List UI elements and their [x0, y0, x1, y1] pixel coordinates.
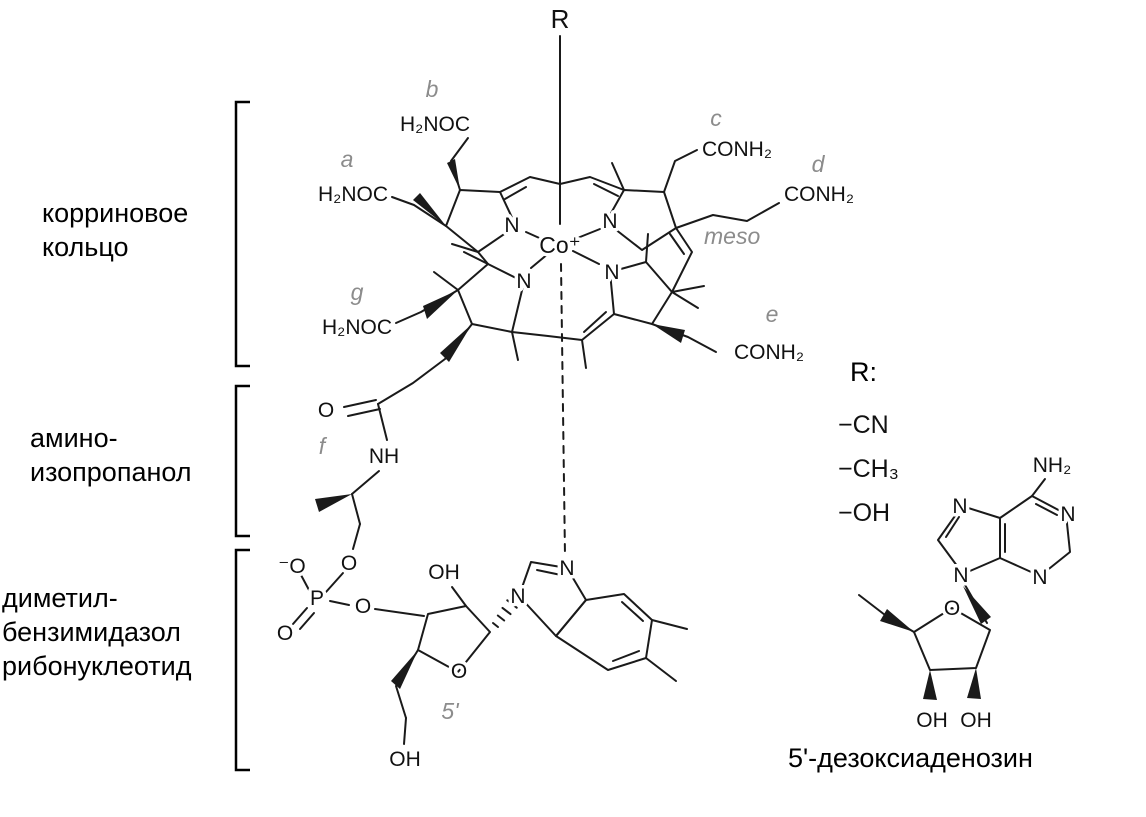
meso-label: meso: [704, 223, 760, 249]
corrin-text-group: R Co⁺ N N N N meso b c a d g e f H₂NOC H…: [315, 1, 858, 463]
r-option-oh: −OH: [838, 499, 890, 527]
dmb-bracket: [234, 548, 250, 772]
phosphate-group: ⁻O O P O O: [273, 549, 425, 649]
dmb-label-line2: бензимидазол: [2, 617, 181, 647]
nitrogen-sw-label: N: [516, 270, 531, 293]
nitrogen-ne-label: N: [602, 210, 617, 233]
amide-a-label: H₂NOC: [318, 183, 388, 206]
adenosine-oh-right-label: OH: [960, 709, 992, 732]
corrin-bracket: [234, 100, 250, 368]
position-e-label: e: [766, 301, 779, 327]
aminoisopropanol-linker: O NH: [314, 323, 473, 550]
ribose-ring: OH O 5' OH: [386, 558, 518, 775]
position-a-label: a: [341, 146, 354, 172]
adenine-n1-label: N: [1060, 503, 1075, 526]
deoxyadenosine-structure: NH₂ N N N N O OH OH 5'-дезоксиаденозин: [788, 451, 1079, 774]
aminoisopropanol-label-line2: изопропанол: [30, 457, 192, 487]
adenine-n9-label: N: [953, 564, 968, 587]
position-b-label: b: [426, 76, 439, 102]
cobalt-label: Co⁺: [539, 232, 581, 258]
r-substituent-list: R: −CN −CH₃ −OH: [838, 357, 899, 527]
ribose-oh-bottom-label: OH: [389, 748, 421, 771]
benzimidazole-ring: N N: [507, 554, 688, 682]
left-label-group: корриновое кольцо амино- изопропанол дим…: [2, 198, 192, 681]
aminoisopropanol-label-line1: амино-: [30, 423, 118, 453]
aminoisopropanol-bracket: [234, 384, 250, 538]
position-c-label: c: [710, 105, 722, 131]
benzimidazole-n3-label: N: [559, 557, 574, 580]
amide-b-label: H₂NOC: [400, 113, 470, 136]
adenine-n7-label: N: [952, 495, 967, 518]
phosphorus-label: P: [310, 587, 324, 610]
r-option-cn: −CN: [838, 411, 889, 439]
ribose-oh-top-label: OH: [428, 561, 460, 584]
phosphate-ester-o-label: O: [355, 595, 371, 618]
corrin-label-line1: корриновое: [42, 198, 188, 228]
r-list-title: R:: [850, 357, 877, 387]
r-axial-label: R: [551, 4, 570, 34]
ribose-ring-o-label: O: [451, 660, 467, 683]
amide-d-label: CONH₂: [784, 183, 854, 206]
adenine-nh2-label: NH₂: [1033, 454, 1071, 477]
carbonyl-oxygen-label: O: [318, 399, 334, 422]
deoxyadenosine-caption: 5'-дезоксиаденозин: [788, 743, 1033, 773]
phosphate-double-o-label: O: [277, 622, 293, 645]
corrin-ring-structure: [391, 35, 780, 557]
five-prime-label: 5': [441, 698, 460, 724]
r-option-ch3: −CH₃: [838, 455, 899, 483]
corrin-label-line2: кольцо: [42, 232, 129, 262]
amide-nh-label: NH: [369, 445, 399, 468]
dmb-label-line3: рибонуклеотид: [2, 651, 192, 681]
bracket-group: [234, 100, 250, 772]
adenosine-ring-o-label: O: [944, 597, 960, 620]
position-g-label: g: [351, 279, 364, 305]
amide-g-label: H₂NOC: [322, 316, 392, 339]
co-benzimidazole-dashed-bond: [560, 263, 566, 557]
benzimidazole-n1-label: N: [510, 585, 525, 608]
nitrogen-nw-label: N: [504, 214, 519, 237]
adenosine-oh-left-label: OH: [916, 709, 948, 732]
adenine-n3-label: N: [1032, 566, 1047, 589]
amide-e-label: CONH₂: [734, 341, 804, 364]
phosphate-o-minus-label: ⁻O: [278, 555, 305, 578]
phosphate-bridge-o-label: O: [341, 552, 357, 575]
position-f-label: f: [319, 433, 328, 459]
dmb-label-line1: диметил-: [2, 583, 118, 613]
position-d-label: d: [812, 151, 826, 177]
amide-c-label: CONH₂: [702, 138, 772, 161]
nitrogen-se-label: N: [604, 261, 619, 284]
